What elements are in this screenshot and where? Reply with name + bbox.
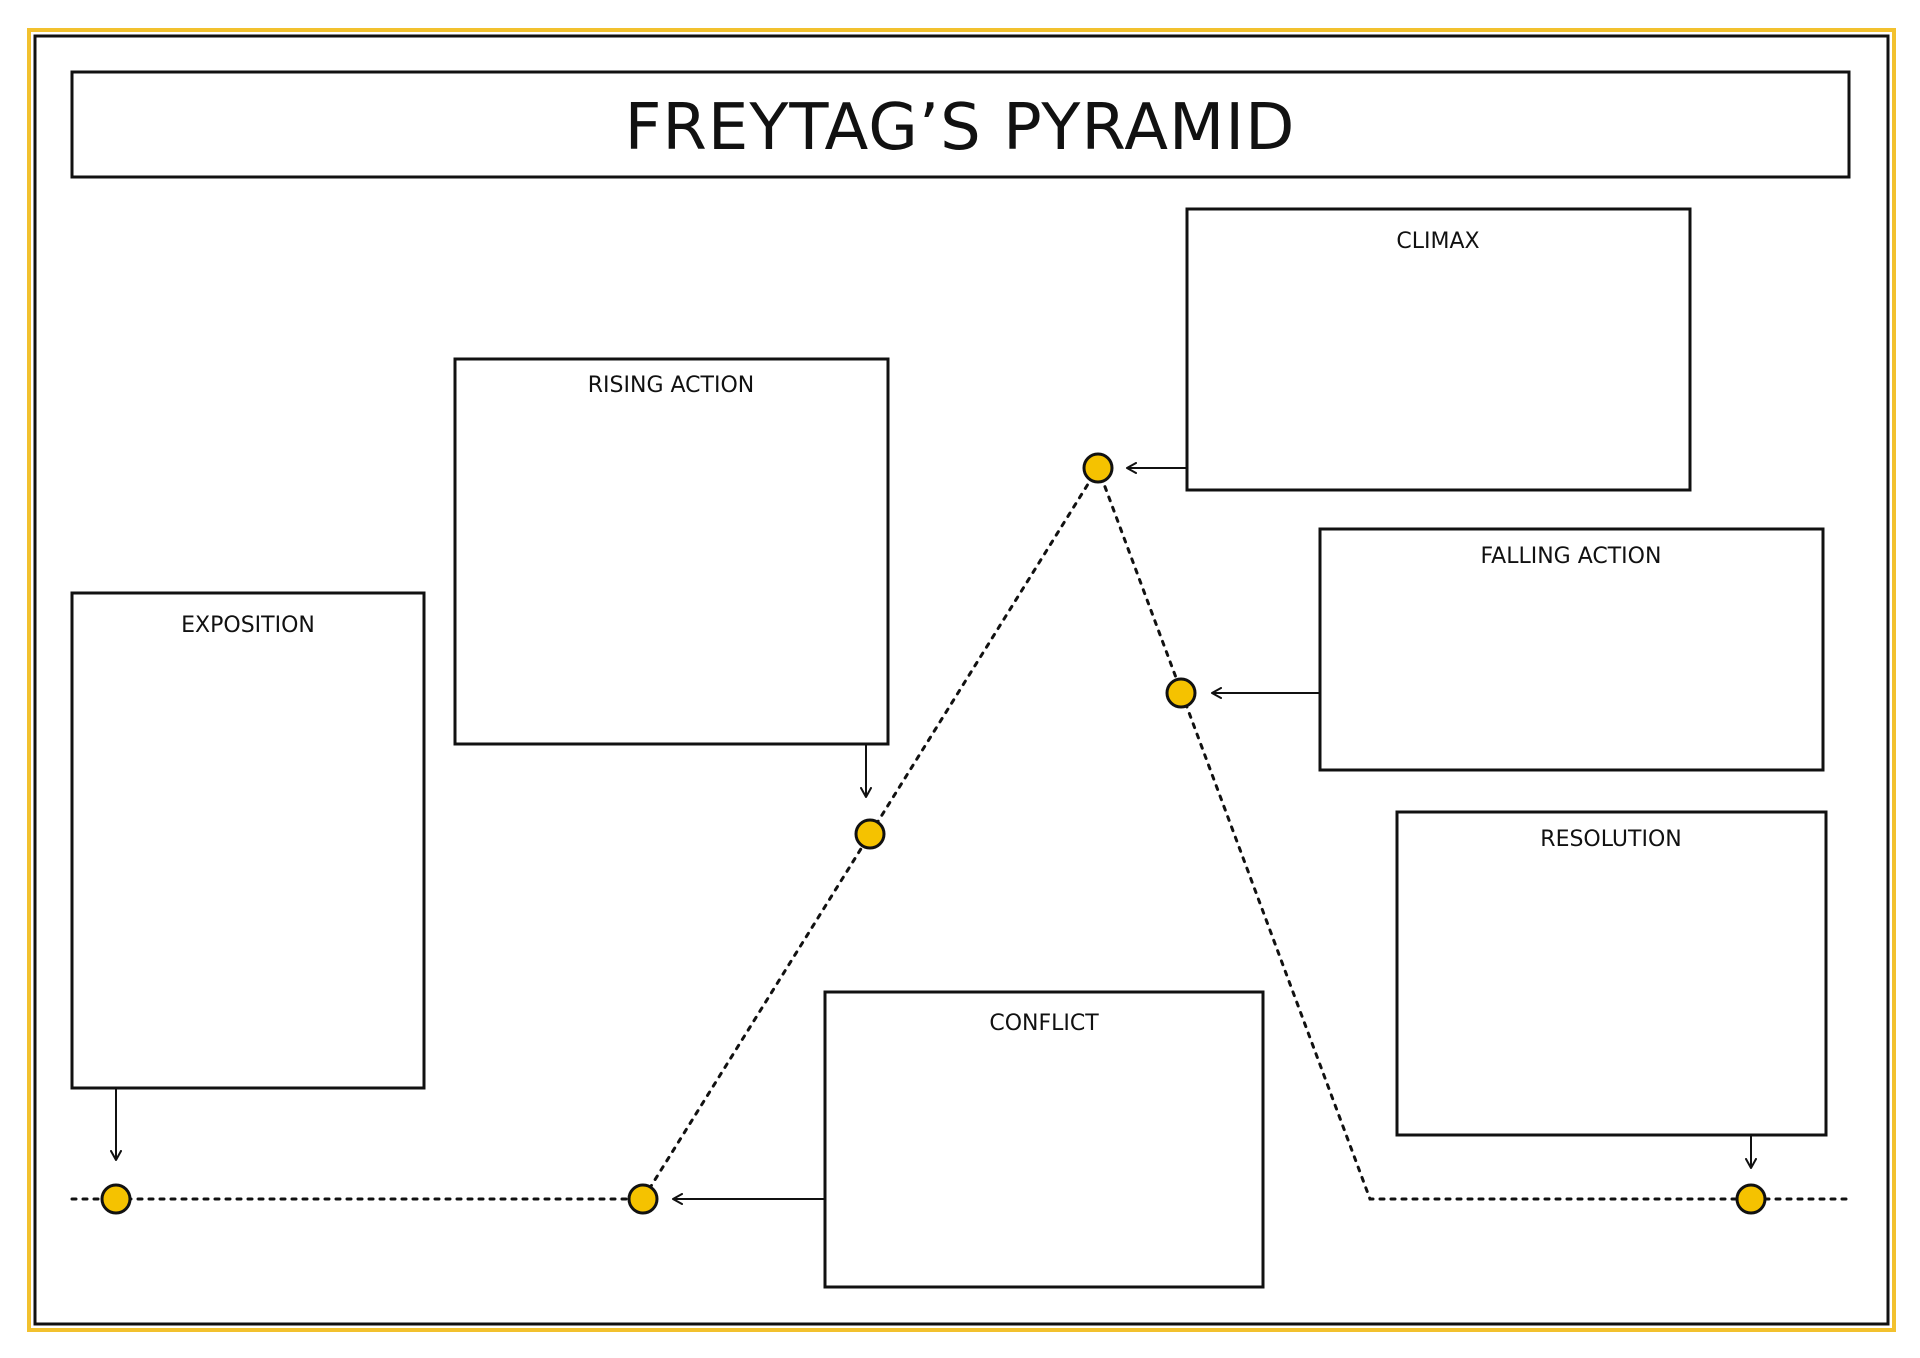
exposition-box[interactable]: EXPOSITION <box>70 591 426 1090</box>
falling-action-node <box>1165 677 1197 709</box>
rising-action-node <box>854 818 886 850</box>
rising-action-box[interactable]: RISING ACTION <box>453 357 890 746</box>
page-title: FREYTAG’S PYRAMID <box>625 91 1296 165</box>
falling-action-box[interactable]: FALLING ACTION <box>1318 527 1825 772</box>
resolution-box[interactable]: RESOLUTION <box>1395 810 1828 1137</box>
exposition-label: EXPOSITION <box>181 613 315 638</box>
climax-node <box>1082 452 1114 484</box>
rising-action-label: RISING ACTION <box>588 373 754 398</box>
conflict-box[interactable]: CONFLICT <box>823 990 1265 1289</box>
outer-yellow-border <box>27 28 1896 1332</box>
exposition-node <box>100 1183 132 1215</box>
climax-box[interactable]: CLIMAX <box>1185 207 1692 492</box>
falling-action-label: FALLING ACTION <box>1481 544 1662 569</box>
resolution-node <box>1735 1183 1767 1215</box>
resolution-label: RESOLUTION <box>1540 827 1681 852</box>
conflict-node <box>627 1183 659 1215</box>
conflict-label: CONFLICT <box>989 1011 1099 1036</box>
climax-label: CLIMAX <box>1396 229 1479 254</box>
inner-black-frame <box>33 34 1890 1326</box>
title-box <box>70 70 1851 179</box>
